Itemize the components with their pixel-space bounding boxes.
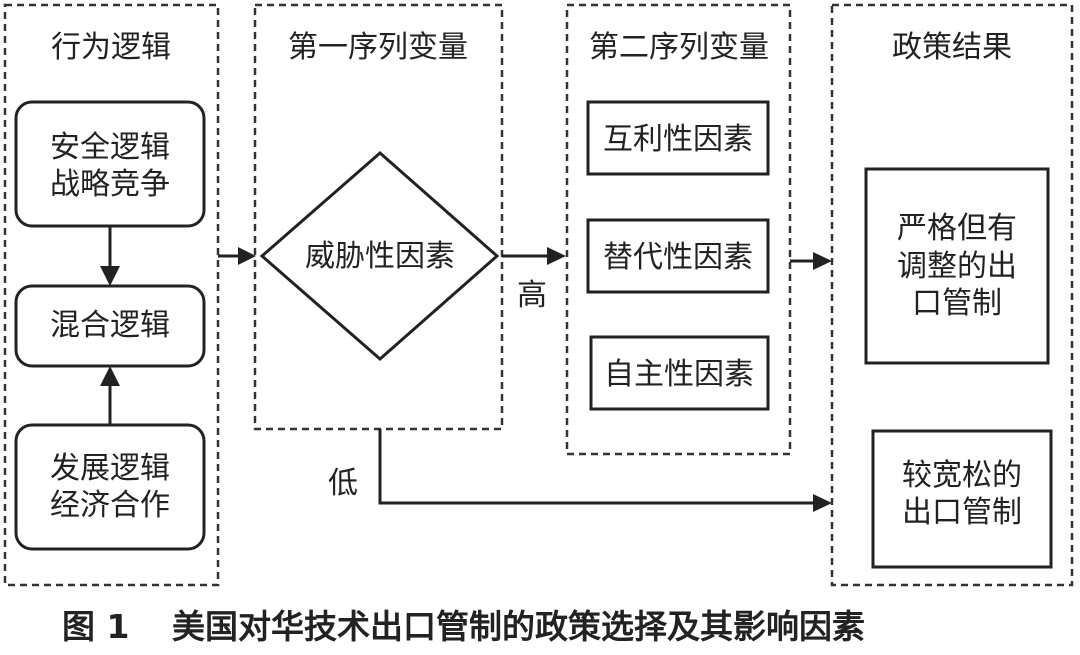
seq2-to-strict-arrowhead	[813, 252, 832, 270]
security-logic-line-1: 安全逻辑	[50, 130, 170, 165]
low-branch-arrowhead	[813, 494, 832, 512]
seq2-column-frame	[565, 3, 792, 456]
security-logic-line-2: 战略竞争	[50, 167, 170, 202]
autonomy-label: 自主性因素	[604, 357, 754, 392]
mutual-benefit-label: 互利性因素	[603, 122, 753, 157]
threat-factor-diamond	[259, 151, 500, 361]
loose-control-box	[871, 429, 1053, 569]
result-column-frame	[830, 3, 1074, 587]
figure-number: 图 1	[62, 607, 129, 646]
seq2-column-title: 第二序列变量	[589, 30, 769, 65]
seq1-column-title: 第一序列变量	[288, 30, 468, 65]
substitution-label: 替代性因素	[603, 240, 753, 275]
substitution-box	[586, 218, 770, 294]
strict-control-box	[864, 167, 1050, 365]
development-logic-line-2: 经济合作	[50, 488, 170, 523]
loose-control-line-2: 出口管制	[902, 495, 1022, 530]
threat-factor-label: 威胁性因素	[305, 239, 455, 274]
mutual-benefit-box	[586, 100, 770, 176]
development-to-mixed-arrowhead	[100, 366, 120, 386]
behavior-column-title: 行为逻辑	[51, 30, 171, 65]
loose-control-line-1: 较宽松的	[902, 458, 1022, 493]
high-branch-label: 高	[517, 278, 547, 313]
autonomy-box	[589, 335, 770, 411]
development-logic-box	[14, 423, 206, 551]
high-branch-arrowhead	[547, 247, 566, 265]
development-logic-line-1: 发展逻辑	[50, 451, 170, 486]
strict-control-line-1: 严格但有	[897, 211, 1017, 246]
behavior-to-threat-arrowhead	[238, 247, 256, 265]
behavior-column-frame	[3, 3, 220, 587]
strict-control-line-3: 口管制	[912, 286, 1002, 321]
figure-caption: 美国对华技术出口管制的政策选择及其影响因素	[172, 607, 865, 646]
strict-control-line-2: 调整的出	[897, 249, 1017, 284]
low-branch-label: 低	[328, 466, 358, 501]
security-to-mixed-arrowhead	[100, 266, 120, 286]
low-branch-arrow	[378, 429, 815, 505]
result-column-title: 政策结果	[892, 30, 1012, 65]
mixed-logic-label: 混合逻辑	[50, 308, 170, 343]
